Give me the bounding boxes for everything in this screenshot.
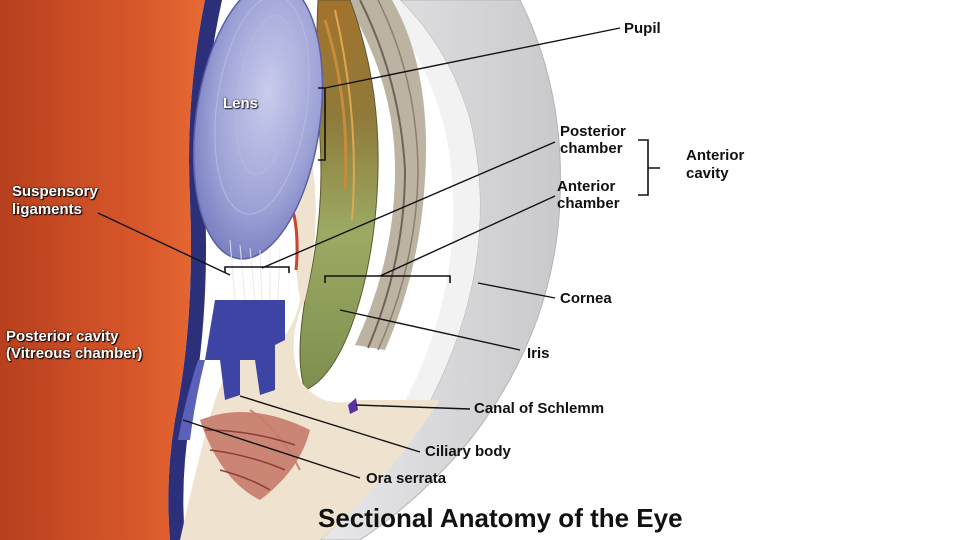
label-cornea: Cornea — [560, 290, 612, 307]
canal-of-schlemm-shape — [348, 398, 358, 414]
label-anterior-chamber-1: Anterior — [557, 178, 616, 195]
label-canal-of-schlemm: Canal of Schlemm — [474, 400, 605, 417]
ciliary-processes — [205, 300, 285, 400]
retina-edge — [168, 0, 222, 540]
label-ciliary-body: Ciliary body — [425, 443, 511, 460]
label-anterior-cavity-2: cavity — [686, 165, 729, 182]
label-posterior-cavity-1: Posterior cavity — [6, 328, 119, 345]
label-posterior-cavity-2: (Vitreous chamber) — [6, 345, 143, 362]
label-posterior-chamber-2: chamber — [560, 140, 623, 157]
label-anterior-chamber-2: chamber — [557, 195, 620, 212]
vitreous-region — [0, 0, 205, 540]
label-suspensory-1: Suspensory — [12, 183, 98, 200]
lens-shape — [192, 0, 324, 260]
label-iris: Iris — [527, 345, 550, 362]
label-pupil: Pupil — [624, 20, 661, 37]
label-ora-serrata: Ora serrata — [366, 470, 447, 487]
label-anterior-cavity-1: Anterior — [686, 147, 745, 164]
leader-lines — [97, 27, 621, 479]
label-posterior-chamber-1: Posterior — [560, 123, 626, 140]
suspensory-fibers — [229, 239, 281, 301]
label-lens: Lens — [223, 95, 259, 112]
corneal-stroma — [345, 0, 427, 350]
brackets — [224, 87, 660, 283]
diagram-title: Sectional Anatomy of the Eye — [318, 503, 683, 533]
label-suspensory-2: ligaments — [12, 201, 83, 218]
